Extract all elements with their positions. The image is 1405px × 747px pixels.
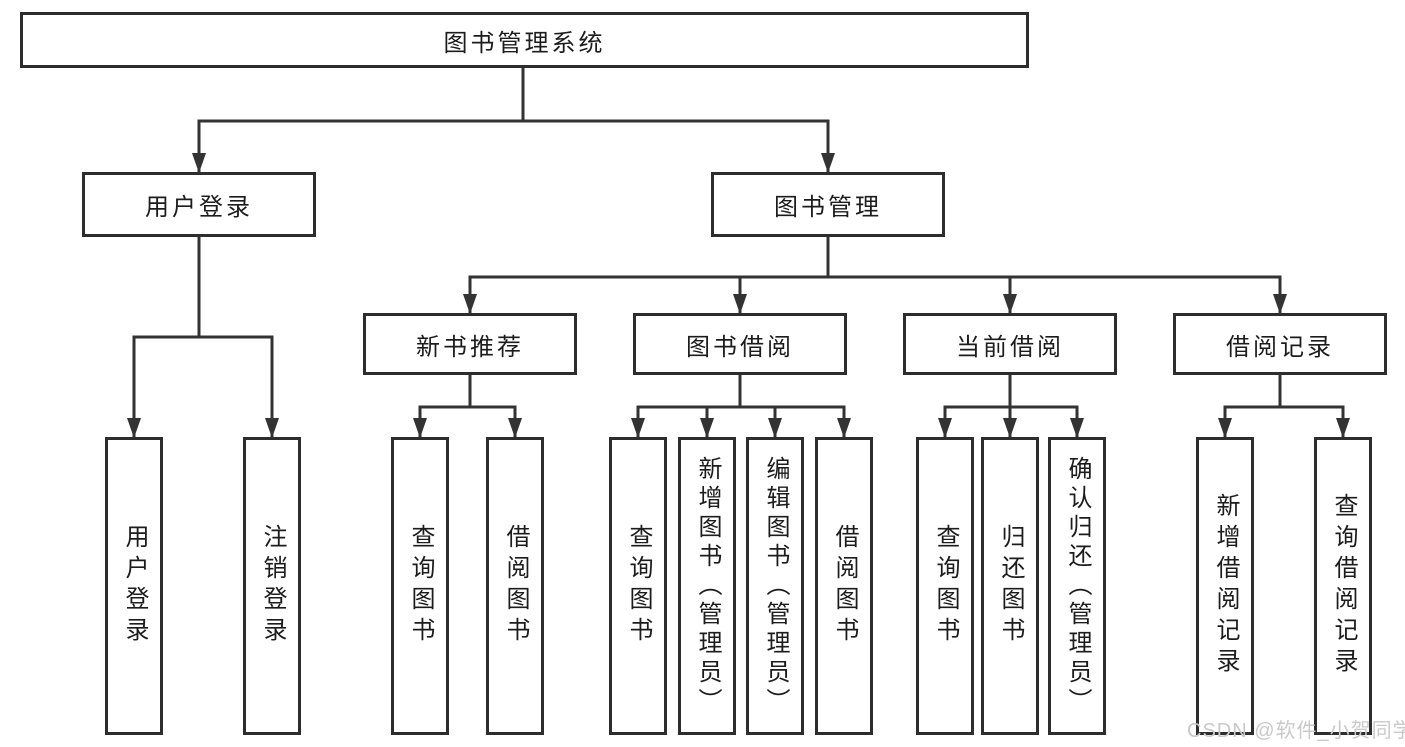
leaf-label: 确认归还（管理员） [1064,455,1091,717]
leaf-cb-query-books: 查询图书 [916,437,974,735]
leaf-bb-query-books: 查询图书 [609,437,667,735]
leaf-label: 查询借阅记录 [1330,493,1357,679]
leaf-label: 新增图书（管理员） [694,455,721,717]
node-root: 图书管理系统 [20,12,1029,68]
leaf-cb-return-books: 归还图书 [981,437,1039,735]
leaf-bb-add-books-admin: 新增图书（管理员） [678,437,736,735]
leaf-label: 借阅图书 [831,524,858,648]
leaf-label: 查询图书 [407,524,434,648]
leaf-br-query-record: 查询借阅记录 [1314,437,1372,735]
leaf-label: 编辑图书（管理员） [762,455,789,717]
leaf-label: 查询图书 [625,524,652,648]
node-borrow-records: 借阅记录 [1173,313,1387,375]
leaf-bb-edit-books-admin: 编辑图书（管理员） [746,437,804,735]
leaf-label: 注销登录 [259,524,286,648]
leaf-label: 新增借阅记录 [1212,493,1239,679]
leaf-user-login: 用户登录 [105,437,163,735]
leaf-label: 查询图书 [932,524,959,648]
leaf-nb-borrow-books: 借阅图书 [486,437,544,735]
leaf-br-add-record: 新增借阅记录 [1196,437,1254,735]
leaf-cb-confirm-return-admin: 确认归还（管理员） [1048,437,1106,735]
node-user-login: 用户登录 [82,172,316,237]
leaf-logout: 注销登录 [243,437,301,735]
leaf-label: 归还图书 [997,524,1024,648]
leaf-bb-borrow-books: 借阅图书 [815,437,873,735]
node-book-management: 图书管理 [711,172,945,237]
node-book-borrowing: 图书借阅 [633,313,847,375]
leaf-label: 用户登录 [121,524,148,648]
leaf-label: 借阅图书 [502,524,529,648]
leaf-nb-query-books: 查询图书 [391,437,449,735]
node-current-borrowing: 当前借阅 [903,313,1117,375]
node-new-book-recommend: 新书推荐 [363,313,577,375]
watermark: CSDN @软件_小贺同学 [1187,720,1405,742]
